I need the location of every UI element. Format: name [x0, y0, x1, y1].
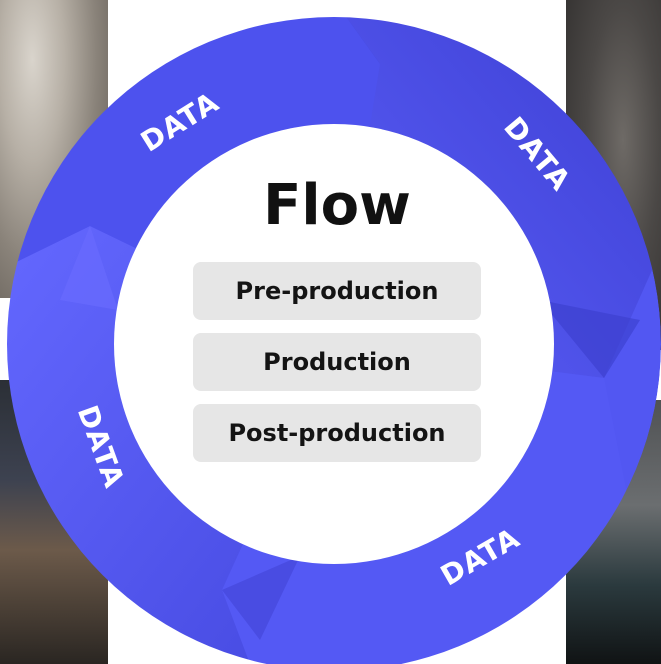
ring-segment-top-left [0, 0, 380, 344]
arrow-edge-right [540, 300, 640, 378]
arrow-edge-left [60, 226, 118, 310]
stage-post-production[interactable]: Post-production [193, 404, 481, 462]
arrow-edge-bottom [222, 556, 300, 640]
stage-pre-production[interactable]: Pre-production [193, 262, 481, 320]
stage-production[interactable]: Production [193, 333, 481, 391]
